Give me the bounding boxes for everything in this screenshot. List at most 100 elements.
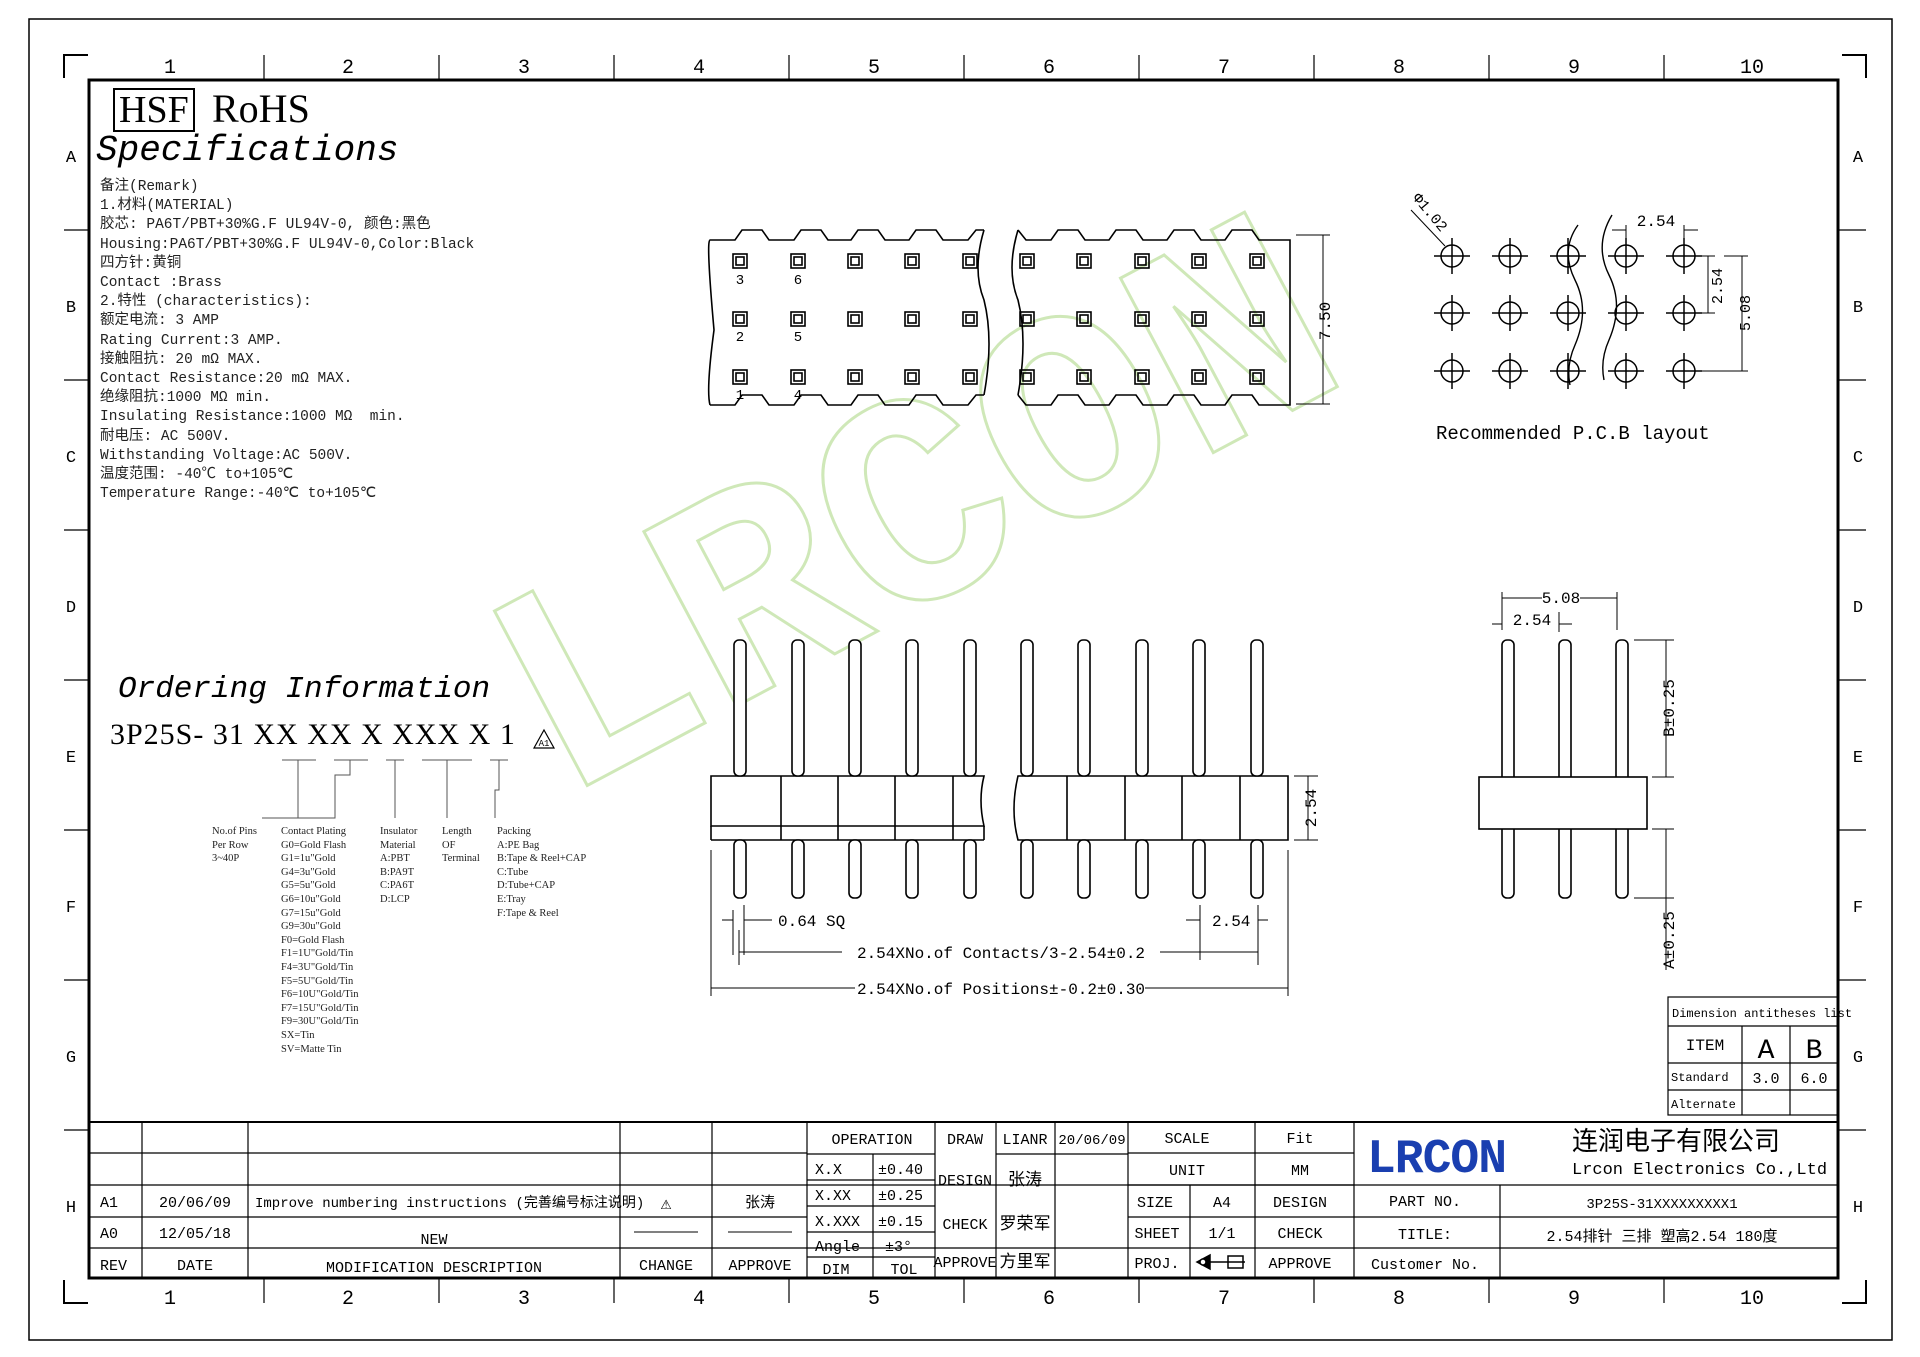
col-label: 5	[868, 1288, 880, 1311]
side-view-dims: 5.08 2.54 B±0.25 A±0.25	[1492, 590, 1679, 970]
pcb-hole	[1666, 295, 1702, 331]
ordering-option: F:Tape & Reel	[497, 907, 559, 919]
ordering-option: E:Tray	[497, 893, 526, 905]
spec-line: 备注(Remark)	[100, 179, 199, 195]
col-label: 10	[1740, 57, 1764, 80]
ordering-option: B:PA9T	[380, 866, 415, 878]
pin-number: 1	[736, 388, 744, 404]
square-pin	[904, 253, 920, 269]
rev-header-date: DATE	[177, 1258, 213, 1275]
pin-number: 4	[794, 388, 802, 404]
company-block: LRCON 连润电子有限公司 Lrcon Electronics Co.,Ltd…	[1367, 1127, 1827, 1274]
side-span-label: 5.08	[1542, 590, 1580, 608]
pcb-hole	[1434, 353, 1470, 389]
row-label: F	[1853, 899, 1863, 918]
header-pin	[1239, 639, 1264, 899]
spec-line: Withstanding Voltage:AC 500V.	[100, 447, 353, 464]
grid-column-labels: 1 2 3 4 5 6 7 8 9 10 1 2 3 4 5 6 7 8 9 1…	[164, 57, 1764, 1311]
top-view	[707, 229, 1291, 406]
tol-row: ±0.40	[878, 1162, 923, 1179]
square-pin	[1249, 253, 1265, 269]
col-label: 4	[693, 1288, 705, 1311]
col-label: 1	[164, 57, 176, 80]
hsf-label: HSF	[119, 89, 189, 131]
dim-contacts-label: 2.54XNo.of Contacts/3-2.54±0.2	[857, 945, 1145, 963]
col-label: 6	[1043, 1288, 1055, 1311]
signoff-draw: DRAW	[947, 1132, 983, 1149]
ordering-option: C:Tube	[497, 866, 529, 878]
spec-line: 接触阻抗: 20 mΩ MAX.	[100, 351, 263, 368]
info-sheet-val: 1/1	[1208, 1226, 1235, 1243]
tol-dim: DIM	[822, 1262, 849, 1279]
signoff-draw-date: 20/06/09	[1058, 1133, 1125, 1149]
square-pin	[1076, 253, 1092, 269]
ordering-option: F7=15U"Gold/Tin	[281, 1002, 359, 1014]
col-label: 10	[1740, 1288, 1764, 1311]
tol-row: X.XXX	[815, 1214, 860, 1231]
square-pin	[1191, 369, 1207, 385]
ordering-option: G9=30u"Gold	[281, 921, 341, 933]
dim-b-label: B±0.25	[1661, 679, 1679, 737]
ordering-option: 3~40P	[212, 853, 240, 865]
pcb-hole	[1550, 353, 1586, 389]
housing-height-label: 2.54	[1303, 789, 1321, 827]
ordering-option: OF	[442, 839, 456, 851]
pin-number: 5	[794, 330, 802, 346]
pcb-hole	[1608, 295, 1644, 331]
rev-a0: A0	[100, 1226, 118, 1243]
info-design: DESIGN	[1273, 1195, 1327, 1212]
pin-number: 6	[794, 273, 802, 289]
col-label: 2	[342, 1288, 354, 1311]
square-pin	[1134, 369, 1150, 385]
top-view-pin-numbers: 3 6 2 5 1 4	[736, 273, 802, 404]
company-logo: LRCON	[1367, 1133, 1506, 1187]
header-pin	[952, 639, 977, 899]
signoff-approve: APPROVE	[933, 1255, 996, 1272]
ordering-option: C:PA6T	[380, 880, 415, 892]
ordering-option: Packing	[497, 826, 531, 837]
ordering-option: Length	[442, 826, 472, 837]
info-size: SIZE	[1137, 1195, 1173, 1212]
ordering-option: D:LCP	[380, 893, 410, 905]
pcb-hole	[1434, 295, 1470, 331]
ordering-option: A:PE Bag	[497, 839, 540, 851]
col-label: 4	[693, 57, 705, 80]
dim-height-label: 7.50	[1317, 302, 1335, 340]
row-label: F	[66, 899, 76, 918]
rev-header-rev: REV	[100, 1258, 127, 1275]
square-pin	[847, 311, 863, 327]
ordering-code: 3P25S- 31 XX XX X XXX X 1	[110, 718, 516, 751]
square-pin	[790, 311, 806, 327]
square-pin	[1191, 311, 1207, 327]
ordering-option: D:Tube+CAP	[497, 880, 556, 892]
spec-line: 绝缘阻抗:1000 MΩ min.	[100, 390, 272, 407]
pcb-hole	[1492, 295, 1528, 331]
rev-a0-date: 12/05/18	[159, 1226, 231, 1243]
pcb-hole	[1492, 353, 1528, 389]
tol-title: OPERATION	[831, 1132, 912, 1149]
header-pin	[1020, 639, 1034, 899]
rev-a1-approve: 张涛	[745, 1194, 775, 1212]
row-label: C	[66, 449, 76, 468]
square-pin	[1076, 369, 1092, 385]
row-label: G	[66, 1049, 76, 1068]
dim-table-col-a: A	[1758, 1036, 1775, 1067]
side-view	[1478, 639, 1648, 899]
pcb-hole	[1608, 353, 1644, 389]
spec-list: 备注(Remark)1.材料(MATERIAL)胶芯: PA6T/PBT+30%…	[100, 178, 474, 504]
ordering-option: SX=Tin	[281, 1029, 315, 1041]
grid-row-labels: A B C D E F G H A B C D E F G H	[66, 149, 1864, 1218]
specifications-title: Specifications	[96, 130, 399, 171]
ordering-option: Insulator	[380, 826, 418, 837]
ordering-option: G1=1u"Gold	[281, 853, 336, 865]
rev-a1-desc: Improve numbering instructions (完善编号标注说明…	[255, 1195, 644, 1212]
tol-row: X.X	[815, 1162, 842, 1179]
warning-triangle-icon: A1	[532, 728, 556, 749]
info-size-val: A4	[1213, 1195, 1231, 1212]
signoff-design: DESIGN	[938, 1173, 992, 1190]
pin-number: 2	[736, 330, 744, 346]
